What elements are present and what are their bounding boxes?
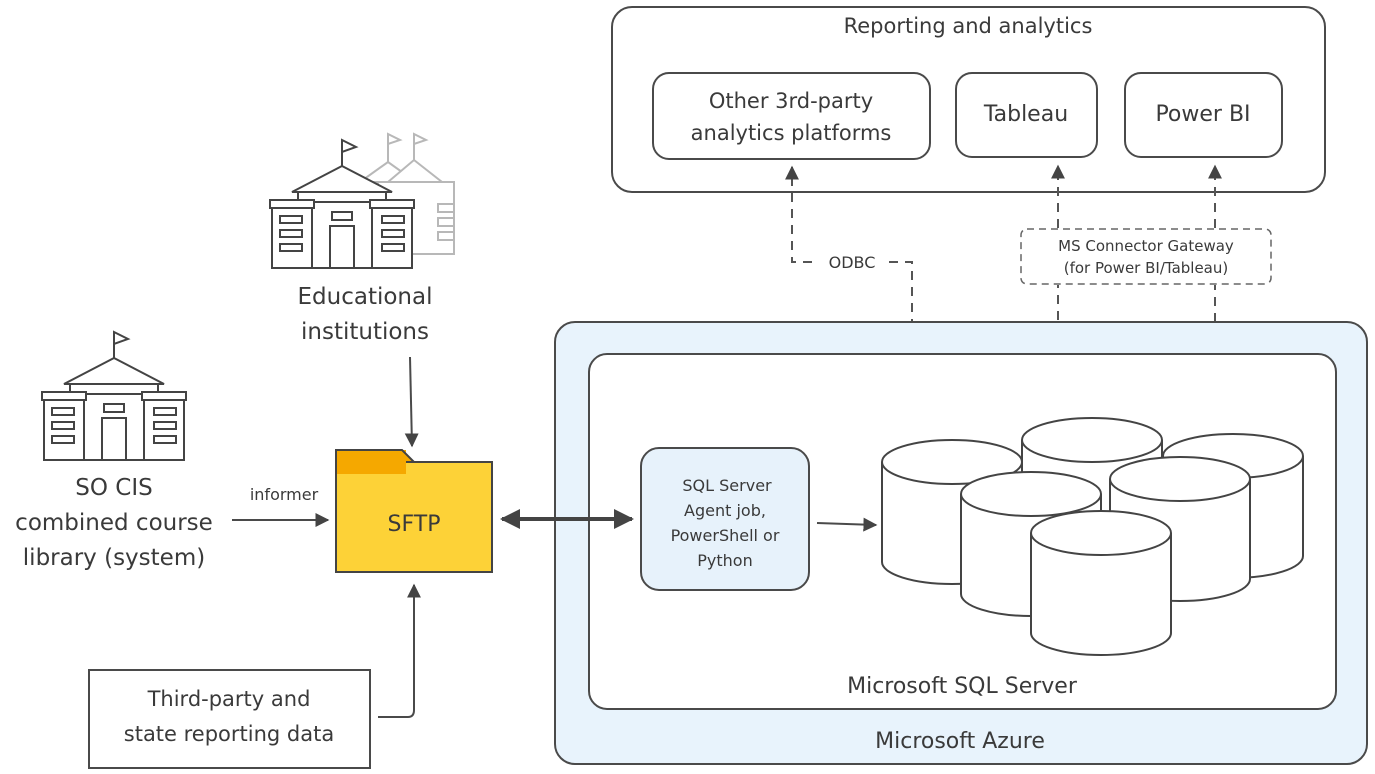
informer-label: informer: [250, 485, 319, 504]
odbc-line-db: [888, 261, 913, 440]
gateway-label-line2: (for Power BI/Tableau): [1064, 259, 1228, 277]
so-cis-system: SO CIS combined course library (system) …: [15, 330, 330, 571]
so-cis-label-line3: library (system): [23, 545, 205, 571]
etl-box: [640, 447, 810, 591]
tableau-box: [955, 72, 1098, 158]
etl-label-line3: PowerShell or: [671, 526, 780, 545]
odbc-line-up: [785, 165, 812, 263]
sftp-folder: SFTP: [335, 449, 634, 573]
reporting-analytics-group: Reporting and analytics Other 3rd-party …: [611, 6, 1326, 193]
sftp-label: SFTP: [388, 512, 441, 537]
tableau-label: Tableau: [983, 102, 1068, 127]
powerbi-box: [1124, 72, 1283, 158]
odbc-connector: ODBC: [785, 165, 913, 440]
gateway-label-line1: MS Connector Gateway: [1058, 237, 1234, 255]
third-party-label-line1: Third-party and: [147, 687, 311, 711]
etl-label-line4: Python: [697, 551, 752, 570]
so-cis-label-line2: combined course: [15, 510, 213, 536]
so-cis-label-line1: SO CIS: [75, 475, 152, 501]
third-party-box: [88, 669, 371, 769]
school-building-icon: [269, 138, 415, 269]
sql-server-label: Microsoft SQL Server: [847, 674, 1078, 699]
etl-process: SQL Server Agent job, PowerShell or Pyth…: [640, 447, 878, 591]
edu-label-line1: Educational: [298, 284, 433, 310]
school-building-icon: [41, 330, 187, 461]
etl-label-line2: Agent job,: [684, 501, 766, 520]
edu-to-sftp-arrow: [404, 356, 419, 448]
database-cylinder-icon: [1030, 510, 1172, 656]
third-party-data: Third-party and state reporting data: [88, 583, 421, 769]
reporting-analytics-title: Reporting and analytics: [844, 14, 1093, 38]
powerbi-label: Power BI: [1155, 102, 1250, 127]
gateway-box: [1020, 228, 1272, 285]
etl-to-db-arrow: [816, 517, 878, 532]
azure-label: Microsoft Azure: [875, 729, 1045, 754]
etl-label-line1: SQL Server: [682, 476, 772, 495]
third-party-to-sftp-arrow: [378, 583, 421, 718]
odbc-label: ODBC: [829, 253, 876, 272]
other-platforms-label-line1: Other 3rd-party: [709, 89, 873, 113]
other-platforms-label-line2: analytics platforms: [691, 121, 892, 145]
other-platforms-box: [652, 72, 931, 160]
educational-institutions: Educational institutions: [269, 132, 455, 448]
third-party-label-line2: state reporting data: [124, 722, 334, 746]
edu-label-line2: institutions: [301, 319, 429, 345]
